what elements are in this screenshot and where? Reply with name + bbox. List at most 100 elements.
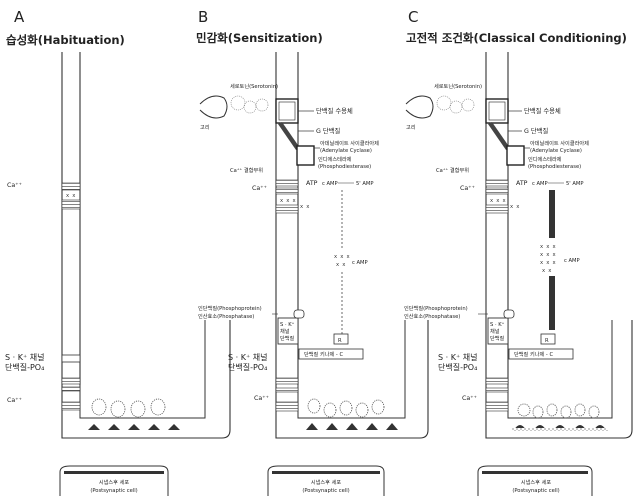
panel-b-camp2-label: c AMP <box>352 260 368 266</box>
panel-b-adenylate-label-en: (Adenylate Cyclase) <box>320 148 372 154</box>
panel-c-kinase-box: R 단백질 키나제 - C <box>508 333 574 360</box>
panel-a-release-sites <box>88 424 180 430</box>
panel-b-camp-label: c AMP <box>322 181 338 187</box>
panel-b-serotonin-terminal <box>199 95 269 119</box>
panel-b-adenylate-label-kr: 아데닐레이트 사이클라아제 <box>320 139 379 147</box>
panel-a-ca-bottom-label: Ca⁺⁺ <box>7 397 22 404</box>
panel-b-letter: B <box>198 8 208 26</box>
panel-a-postsynaptic-label-2: (Postsynaptic cell) <box>90 488 137 494</box>
panel-c-postsynaptic-label-1: 시냅스후 세포 <box>521 478 552 486</box>
panel-c-channel-label-1: S · K⁺ 채널 <box>438 352 477 362</box>
panel-c-postsynaptic-label-2: (Postsynaptic cell) <box>512 488 559 494</box>
panel-b-ca-top-label: Ca⁺⁺ <box>252 185 267 192</box>
svg-text:x x: x x <box>300 204 309 210</box>
panel-b-postsynaptic-label-2: (Postsynaptic cell) <box>302 488 349 494</box>
panel-c-sk-label-a: S · K⁺ <box>490 322 505 328</box>
panel-c-title: 고전적 조건화(Classical Conditioning) <box>406 31 627 45</box>
panel-b-g-protein <box>278 122 300 150</box>
panel-b-g-protein-label: G 단백질 <box>316 126 340 135</box>
panel-b-atp-label: ATP <box>306 180 318 187</box>
panel-b-phosphatase-label: 인산효소(Phosphatase) <box>198 312 254 320</box>
panel-c-letter: C <box>408 8 418 26</box>
svg-text:x x: x x <box>336 262 345 268</box>
panel-b-ca-channel-bottom <box>275 377 299 412</box>
panel-b-sk-label-c: 단백질 <box>280 334 295 342</box>
svg-text:x x: x x <box>510 204 519 210</box>
panel-a-vesicles <box>91 398 166 418</box>
panel-c-g-protein <box>488 122 510 150</box>
panel-b-serotonin-label: 세로토닌(Serotonin) <box>230 82 278 90</box>
panel-b-goli-label: 고리 <box>200 123 210 131</box>
panel-c-g-protein-label: G 단백질 <box>524 126 548 135</box>
svg-text:x x x: x x x <box>540 252 556 258</box>
panel-b-release-sites <box>306 423 398 430</box>
panel-c-ca-channel-bottom <box>485 377 509 412</box>
panel-b-kinase-box: R 단백질 키나제 - C <box>298 333 364 360</box>
svg-text:x x x: x x x <box>280 198 296 204</box>
panel-c-sk-label-c: 단백질 <box>490 334 505 342</box>
panel-b-sk-label-b: 채널 <box>280 327 290 335</box>
svg-text:x x x: x x x <box>490 198 506 204</box>
panel-c-ca-bottom-label: Ca⁺⁺ <box>462 395 477 402</box>
panel-a-channel-label-2: 단백질-PO₄ <box>5 362 44 372</box>
panel-b-receptor-label: 단백질 수용체 <box>316 106 353 115</box>
panel-b-postsynaptic-cell: 시냅스후 세포 (Postsynaptic cell) <box>267 465 385 496</box>
panel-c-goli-label: 고리 <box>406 123 416 131</box>
panel-c-camp-cascade: x x x x x x x x x x x <box>540 190 556 330</box>
panel-c: C 고전적 조건화(Classical Conditioning) 세로토닌(S… <box>404 8 633 496</box>
panel-b-ca-channel-top: x x x x x <box>275 179 309 214</box>
panel-b-camp-cascade: x x x x x <box>334 190 350 334</box>
panel-c-adenylate-cyclase <box>506 145 525 166</box>
panel-c-ca-channel-top: x x x x x <box>485 179 519 214</box>
panel-b-r-label: R <box>338 338 342 344</box>
panel-c-sk-channel-box: S · K⁺ 채널 단백질 <box>487 309 515 345</box>
panel-c-pde-label-kr: 인디에스테라제 <box>528 155 562 163</box>
panel-b-pde-label-en: (Phosphodiesterase) <box>318 164 371 170</box>
panel-a-presynaptic-terminal <box>61 52 231 439</box>
panel-b-5amp-label: 5' AMP <box>356 181 374 187</box>
panel-b-channel-label-2: 단백질-PO₄ <box>228 362 267 372</box>
panel-a-title: 습성화(Habituation) <box>6 33 125 47</box>
svg-text:x x x: x x x <box>540 244 556 250</box>
svg-text:x x: x x <box>66 193 75 199</box>
panel-c-camp-label: c AMP <box>532 181 548 187</box>
svg-text:x x: x x <box>542 268 551 274</box>
panel-a-channel-label-1: S · K⁺ 채널 <box>5 352 44 362</box>
panel-c-postsynaptic-cell: 시냅스후 세포 (Postsynaptic cell) <box>477 465 593 496</box>
panel-c-r-label: R <box>545 338 549 344</box>
panel-c-phosphatase-label: 인산효소(Phosphatase) <box>404 312 460 320</box>
panel-b-ca-bottom-label: Ca⁺⁺ <box>254 395 269 402</box>
panel-b-title: 민감화(Sensitization) <box>196 31 323 45</box>
panel-a-letter: A <box>14 8 25 26</box>
panel-a-ca-channel-top: x x <box>61 182 81 210</box>
panel-a-postsynaptic-label-1: 시냅스후 세포 <box>99 478 130 486</box>
panel-b-phosphoprotein-label: 인단백질(Phosphoprotein) <box>198 304 262 312</box>
panel-a-ca-channel-bottom <box>61 377 81 411</box>
panel-b: B 민감화(Sensitization) 세로토닌(Serotonin) 고리 <box>196 8 429 496</box>
panel-c-serotonin-label: 세로토닌(Serotonin) <box>434 82 482 90</box>
panel-c-ca-top-label: Ca⁺⁺ <box>460 185 475 192</box>
panel-b-kinase-label: 단백질 키나제 - C <box>304 350 343 358</box>
panel-b-postsynaptic-label-1: 시냅스후 세포 <box>311 478 342 486</box>
panel-a-postsynaptic-cell: 시냅스후 세포 (Postsynaptic cell) <box>59 465 169 496</box>
panel-c-channel-label-2: 단백질-PO₄ <box>438 362 477 372</box>
panel-a-k-channel <box>61 354 81 363</box>
panel-c-serotonin-terminal <box>405 95 475 119</box>
svg-text:x x x: x x x <box>540 260 556 266</box>
panel-c-ca-site-label: Ca⁺⁺ 결합부위 <box>436 166 469 174</box>
panel-c-release-sites <box>512 425 608 431</box>
panel-c-pde-label-en: (Phosphodiesterase) <box>528 164 581 170</box>
panel-c-adenylate-label-en: (Adenylate Cyclase) <box>530 148 582 154</box>
panel-b-pde-label-kr: 인디에스테라제 <box>318 155 352 163</box>
panel-a: A 습성화(Habituation) x x <box>5 8 231 496</box>
panel-c-sk-label-b: 채널 <box>490 327 500 335</box>
panel-c-adenylate-label-kr: 아데닐레이트 사이클라아제 <box>530 139 589 147</box>
panel-c-atp-label: ATP <box>516 180 528 187</box>
panel-c-phosphoprotein-label: 인단백질(Phosphoprotein) <box>404 304 468 312</box>
panel-a-ca-top-label: Ca⁺⁺ <box>7 182 22 189</box>
panel-c-5amp-label: 5' AMP <box>566 181 584 187</box>
panel-b-channel-label-1: S · K⁺ 채널 <box>228 352 267 362</box>
panel-c-vesicles <box>517 403 600 419</box>
panel-b-sk-label-a: S · K⁺ <box>280 322 295 328</box>
